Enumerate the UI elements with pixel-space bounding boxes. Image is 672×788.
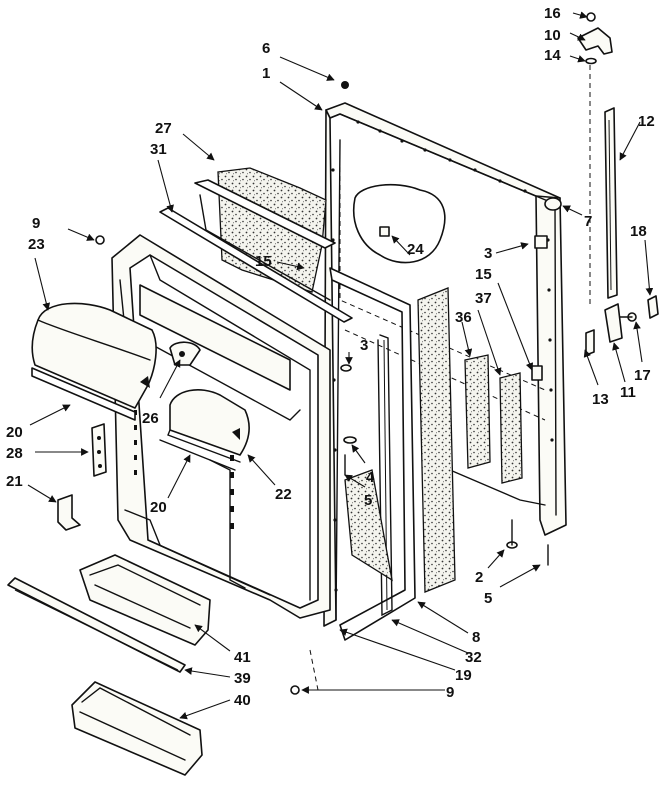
callout-3-upper: 3 bbox=[484, 245, 492, 262]
callout-15-right: 15 bbox=[475, 266, 492, 283]
callout-39: 39 bbox=[234, 670, 251, 687]
callout-37: 37 bbox=[475, 290, 492, 307]
hinge-rod-12 bbox=[604, 107, 618, 299]
leader-lines bbox=[27, 11, 654, 720]
callout-23: 23 bbox=[28, 236, 45, 253]
callout-11: 11 bbox=[620, 384, 636, 401]
callout-4: 4 bbox=[366, 469, 375, 486]
callout-41: 41 bbox=[234, 649, 251, 666]
callout-20-upper: 20 bbox=[6, 424, 23, 441]
callout-13: 13 bbox=[592, 391, 609, 408]
bracket-28 bbox=[91, 423, 107, 477]
callout-31: 31 bbox=[150, 141, 167, 158]
toe-rail-39 bbox=[7, 577, 186, 673]
shelf-rail bbox=[209, 459, 246, 589]
callout-26: 26 bbox=[142, 410, 159, 427]
breaker-strip-31 bbox=[159, 179, 353, 323]
foam-strip-37 bbox=[499, 372, 523, 484]
bracket-21 bbox=[57, 494, 81, 531]
crisper-cover-22 bbox=[159, 389, 250, 471]
callout-9-upper: 9 bbox=[32, 215, 40, 232]
dairy-door-23 bbox=[31, 302, 157, 421]
callout-1: 1 bbox=[262, 65, 270, 82]
callout-27: 27 bbox=[155, 120, 172, 137]
callout-2: 2 bbox=[475, 569, 483, 586]
control-bracket-26 bbox=[169, 341, 201, 366]
door-gasket bbox=[329, 267, 416, 641]
callout-22: 22 bbox=[275, 486, 292, 503]
callout-9-lower: 9 bbox=[446, 684, 454, 701]
callout-labels: 16 10 14 6 1 12 27 31 7 9 23 15 24 3 15 … bbox=[6, 5, 655, 709]
callout-32: 32 bbox=[465, 649, 482, 666]
callout-7: 7 bbox=[584, 213, 592, 230]
callout-19: 19 bbox=[455, 667, 472, 684]
callout-3-lower: 3 bbox=[360, 337, 368, 354]
liner-side-foam bbox=[417, 287, 456, 593]
callout-40: 40 bbox=[234, 692, 251, 709]
callout-6: 6 bbox=[262, 40, 270, 57]
callout-20-lower: 20 bbox=[150, 499, 167, 516]
callout-14: 14 bbox=[544, 47, 561, 64]
back-insulation-patch bbox=[353, 183, 446, 264]
callout-16: 16 bbox=[544, 5, 561, 22]
shelf-rail-2 bbox=[124, 509, 161, 546]
callout-15-left: 15 bbox=[255, 253, 272, 270]
callout-12: 12 bbox=[638, 113, 655, 130]
callout-5-middle: 5 bbox=[364, 492, 372, 509]
callout-5-lower: 5 bbox=[484, 590, 492, 607]
callout-28: 28 bbox=[6, 445, 23, 462]
callout-36: 36 bbox=[455, 309, 472, 326]
crisper-bin-41 bbox=[79, 554, 211, 646]
liner-bottom-foam bbox=[344, 469, 393, 582]
hinge-assembly bbox=[95, 12, 659, 695]
callout-21: 21 bbox=[6, 473, 23, 490]
callout-8: 8 bbox=[472, 629, 480, 646]
callout-18: 18 bbox=[630, 223, 647, 240]
foam-strip-36 bbox=[464, 354, 491, 469]
callout-17: 17 bbox=[634, 367, 651, 384]
callout-24: 24 bbox=[407, 241, 424, 258]
door-bin-40 bbox=[71, 681, 203, 776]
callout-10: 10 bbox=[544, 27, 561, 44]
